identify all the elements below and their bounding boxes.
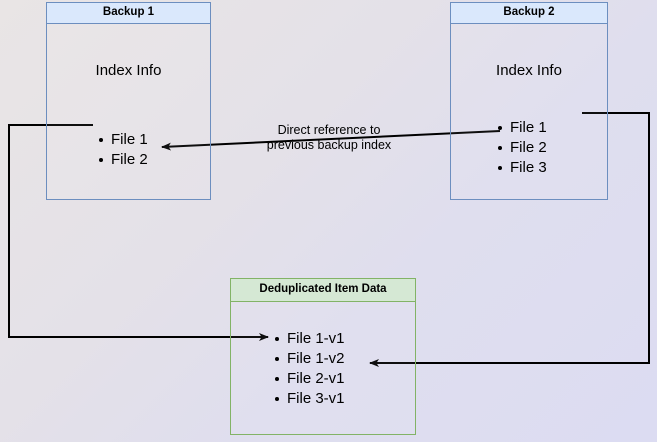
list-item: File 2 bbox=[97, 150, 148, 170]
node-backup2-index-label: Index Info bbox=[496, 62, 562, 79]
list-item: File 1 bbox=[97, 130, 148, 150]
node-backup1-title: Backup 1 bbox=[102, 6, 155, 19]
node-backup1-file-list: File 1 File 2 bbox=[97, 130, 148, 170]
node-backup2-file-list: File 1 File 2 File 3 bbox=[496, 118, 547, 178]
annotation-direct-reference: Direct reference to previous backup inde… bbox=[266, 123, 392, 152]
node-dedup-header: Deduplicated Item Data bbox=[230, 278, 416, 302]
list-item: File 2-v1 bbox=[273, 369, 345, 389]
node-backup1-body: Index Info File 1 File 2 bbox=[46, 24, 211, 200]
list-item: File 1-v2 bbox=[273, 349, 345, 369]
list-item: File 3 bbox=[496, 158, 547, 178]
node-backup1-header: Backup 1 bbox=[46, 2, 211, 24]
node-backup1[interactable]: Backup 1 Index Info File 1 File 2 bbox=[46, 2, 211, 200]
list-item: File 1-v1 bbox=[273, 329, 345, 349]
node-dedup-body: File 1-v1 File 1-v2 File 2-v1 File 3-v1 bbox=[230, 302, 416, 435]
node-backup1-index-label: Index Info bbox=[95, 62, 162, 79]
node-dedup[interactable]: Deduplicated Item Data File 1-v1 File 1-… bbox=[230, 278, 416, 435]
node-dedup-title: Deduplicated Item Data bbox=[259, 283, 387, 296]
node-backup2-header: Backup 2 bbox=[450, 2, 608, 24]
node-backup2-body: Index Info File 1 File 2 File 3 bbox=[450, 24, 608, 200]
list-item: File 3-v1 bbox=[273, 389, 345, 409]
list-item: File 1 bbox=[496, 118, 547, 138]
node-backup2-title: Backup 2 bbox=[503, 6, 555, 19]
node-dedup-file-list: File 1-v1 File 1-v2 File 2-v1 File 3-v1 bbox=[273, 329, 345, 409]
node-backup2[interactable]: Backup 2 Index Info File 1 File 2 File 3 bbox=[450, 2, 608, 200]
list-item: File 2 bbox=[496, 138, 547, 158]
